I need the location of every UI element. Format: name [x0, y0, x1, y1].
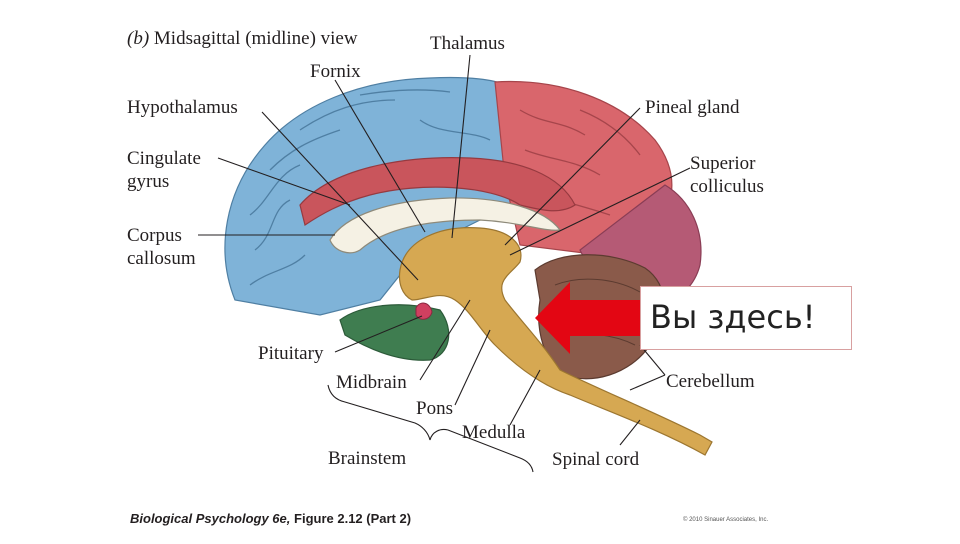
label-superior-colliculus: Superior colliculus [690, 153, 764, 197]
cingulate-gyrus [299, 157, 576, 226]
figure-title: (b) Midsagittal (midline) view [127, 27, 358, 50]
label-fornix: Fornix [310, 61, 361, 82]
here-callout-text: Вы здесь! [650, 298, 816, 336]
label-corpus-callosum: Corpus callosum [127, 225, 196, 269]
here-callout-box: Вы здесь! [640, 286, 852, 350]
caption-figure: Figure 2.12 (Part 2) [294, 511, 412, 526]
brainstem-shape [398, 227, 713, 456]
label-spinal-cord: Spinal cord [552, 449, 640, 470]
label-pons: Pons [416, 398, 453, 419]
label-pineal-gland: Pineal gland [645, 97, 740, 118]
frontal-gyri [249, 89, 491, 286]
label-pituitary: Pituitary [258, 343, 324, 364]
caption-book: Biological Psychology 6e, [130, 511, 291, 526]
label-cingulate-gyrus: Cingulate gyrus [127, 148, 201, 192]
view-title: Midsagittal (midline) view [153, 28, 358, 49]
leader-lines [198, 54, 691, 473]
label-medulla: Medulla [462, 422, 526, 443]
label-thalamus: Thalamus [430, 33, 505, 54]
label-hypothalamus: Hypothalamus [127, 97, 238, 118]
temporal-lobe [339, 304, 450, 361]
panel-letter: (b) [127, 28, 150, 49]
label-brainstem: Brainstem [328, 448, 407, 469]
figure-caption: Biological Psychology 6e, Figure 2.12 (P… [130, 511, 411, 526]
pituitary-shape [415, 302, 433, 320]
copyright-notice: © 2010 Sinauer Associates, Inc. [683, 517, 769, 523]
here-arrow [535, 282, 642, 354]
label-midbrain: Midbrain [336, 372, 407, 393]
corpus-callosum [329, 197, 562, 254]
label-cerebellum: Cerebellum [666, 371, 755, 392]
